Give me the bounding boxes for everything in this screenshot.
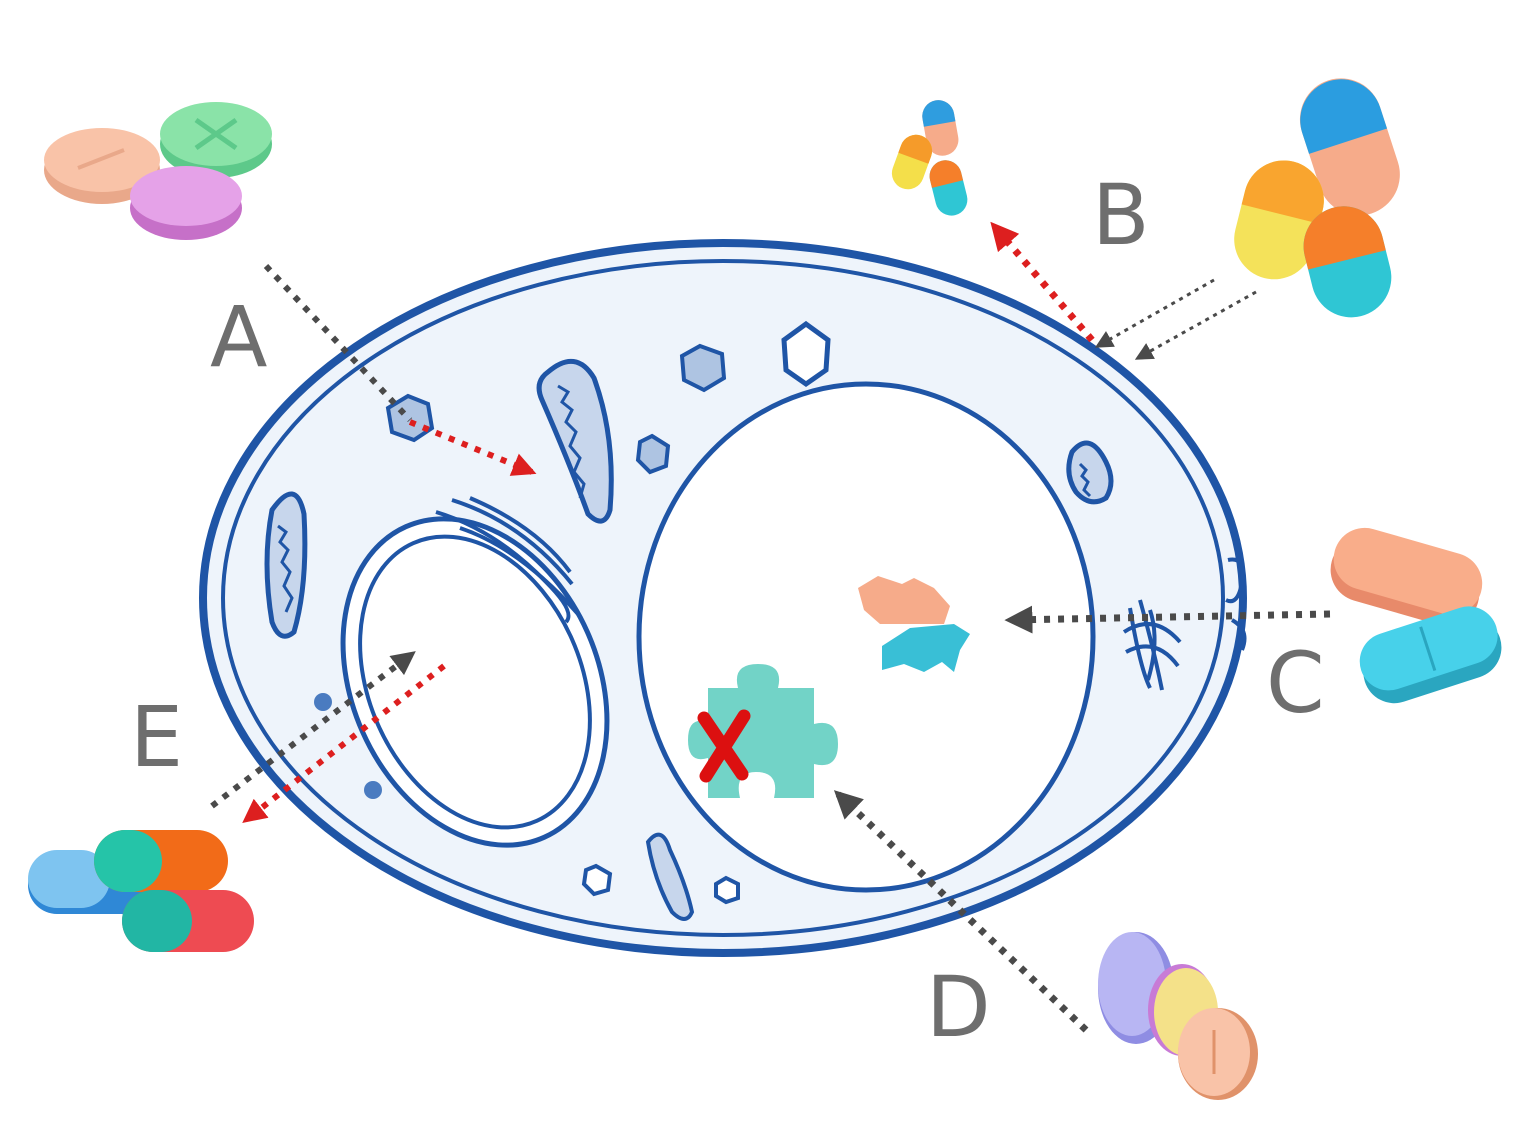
granule-1 [314,693,332,711]
small-capsules-icon [891,100,968,216]
vesicle-hex-5 [581,863,613,897]
puzzle-target-icon [688,664,838,798]
arrow-d [833,790,1089,1033]
vesicle-hex-1 [679,343,727,393]
cell-membrane-inner [221,259,1225,937]
vesicle-hex-4 [385,393,435,443]
label-a: A [210,288,267,386]
capsule-cluster-icon [1234,78,1400,318]
vesicle-hex-6 [714,875,740,905]
mitochondrion-top [536,359,614,524]
mitochondrion-left [264,491,308,639]
bud-scar [1225,557,1247,651]
granule-2 [364,781,382,799]
label-d: D [926,958,991,1056]
vesicle-hex-3 [635,433,671,475]
oval-tablets-icon [1330,527,1502,704]
endoplasmic-reticulum [1122,599,1182,691]
round-tablet-stack-icon [1098,932,1258,1100]
label-c: C [1266,634,1325,732]
label-b: B [1092,166,1150,264]
arrow-b-red [990,221,1095,343]
vesicle-hex-2 [781,320,831,388]
blocked-x-icon [697,709,751,783]
arrow-c [1004,605,1331,634]
mitochondrion-right [1066,440,1114,505]
vacuole-inner [358,534,592,830]
golgi-apparatus [435,496,580,624]
label-e: E [130,688,183,786]
mitochondrion-bottom [645,832,695,921]
arrow-b-black-1 [1094,278,1215,348]
cell [199,239,1247,957]
arrow-b-black-2 [1134,290,1257,360]
broken-target-icon [858,576,970,672]
tablet-stack-icon [44,102,272,240]
vacuole-outer [340,516,610,848]
colored-capsules-icon [28,830,254,952]
nucleus [636,381,1096,893]
